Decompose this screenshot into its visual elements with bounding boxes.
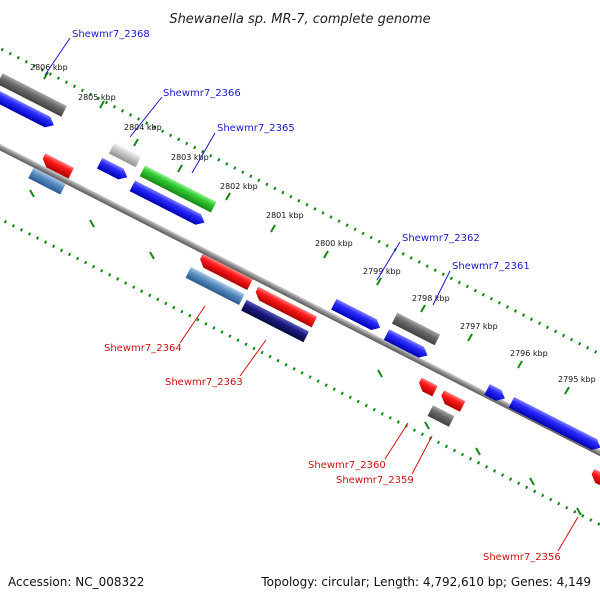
accession-text: Accession: NC_008322 — [8, 575, 144, 589]
gene-feature[interactable] — [28, 167, 66, 195]
gene-label[interactable]: Shewmr7_2366 — [163, 88, 241, 99]
map-title: Shewanella sp. MR-7, complete genome — [169, 12, 430, 27]
gene-label[interactable]: Shewmr7_2365 — [217, 123, 295, 134]
forward-strand-genes — [0, 73, 600, 453]
gene-feature[interactable] — [197, 253, 253, 291]
gene-feature[interactable] — [139, 165, 217, 213]
ruler-label: 2806 kbp — [30, 63, 68, 72]
ruler-label: 2796 kbp — [510, 349, 548, 358]
reverse-label-leaders — [179, 305, 579, 552]
forward-label-leaders — [44, 37, 451, 306]
gene-feature[interactable] — [331, 298, 383, 333]
ruler-label: 2800 kbp — [315, 239, 353, 248]
reverse-strand-genes — [28, 153, 600, 486]
gene-feature[interactable] — [253, 286, 318, 328]
gene-feature[interactable] — [416, 377, 438, 397]
gene-feature[interactable] — [391, 312, 441, 346]
forward-gene-labels: Shewmr7_2368 Shewmr7_2366 Shewmr7_2365 S… — [72, 29, 530, 272]
gene-label[interactable]: Shewmr7_2362 — [402, 233, 480, 244]
major-ticks-upper — [43, 71, 570, 395]
gene-feature[interactable] — [508, 396, 600, 453]
genome-summary-text: Topology: circular; Length: 4,792,610 bp… — [260, 575, 591, 589]
gene-feature[interactable] — [0, 85, 57, 130]
ruler-label: 2805 kbp — [78, 93, 116, 102]
gene-label[interactable]: Shewmr7_2364 — [104, 343, 182, 354]
gene-feature[interactable] — [108, 142, 142, 168]
gene-label[interactable]: Shewmr7_2360 — [308, 460, 386, 471]
gene-feature[interactable] — [0, 73, 67, 117]
reverse-gene-labels: Shewmr7_2364 Shewmr7_2363 Shewmr7_2360 S… — [104, 343, 561, 563]
ruler-label: 2797 kbp — [460, 322, 498, 331]
gene-feature[interactable] — [383, 329, 430, 361]
gene-label[interactable]: Shewmr7_2363 — [165, 377, 243, 388]
ruler-label: 2795 kbp — [558, 375, 596, 384]
gene-feature[interactable] — [40, 153, 74, 179]
ruler-label: 2804 kbp — [124, 123, 162, 132]
gene-feature[interactable] — [589, 468, 600, 486]
gene-feature[interactable] — [439, 390, 466, 412]
gene-label[interactable]: Shewmr7_2361 — [452, 261, 530, 272]
gene-feature[interactable] — [129, 180, 208, 227]
ruler-labels: 2806 kbp 2805 kbp 2804 kbp 2803 kbp 2802… — [30, 63, 596, 384]
gene-feature[interactable] — [96, 157, 130, 183]
gene-label[interactable]: Shewmr7_2368 — [72, 29, 150, 40]
ruler-label: 2798 kbp — [412, 294, 450, 303]
gene-feature[interactable] — [484, 384, 507, 404]
genome-backbone — [0, 124, 600, 476]
gene-feature[interactable] — [241, 299, 309, 343]
gene-feature[interactable] — [427, 405, 455, 427]
gene-feature[interactable] — [185, 267, 245, 305]
gene-label[interactable]: Shewmr7_2356 — [483, 552, 561, 563]
gene-label[interactable]: Shewmr7_2359 — [336, 475, 414, 486]
ruler-label: 2801 kbp — [266, 211, 304, 220]
ruler-label: 2803 kbp — [171, 153, 209, 162]
ruler-label: 2802 kbp — [220, 182, 258, 191]
